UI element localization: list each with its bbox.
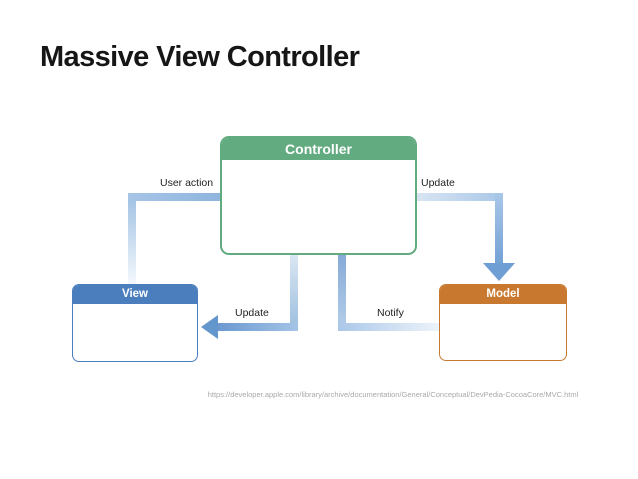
model-node: Model: [439, 284, 567, 361]
notify-arrow-horizontal: [338, 323, 439, 331]
controller-node: Controller: [220, 136, 417, 255]
user-action-arrow-horizontal: [128, 193, 220, 201]
notify-arrow-vertical: [338, 255, 346, 331]
view-node: View: [72, 284, 198, 362]
update-view-arrow-horizontal: [218, 323, 298, 331]
controller-node-title: Controller: [222, 138, 415, 160]
edge-label-update-model: Update: [421, 177, 455, 189]
model-node-title: Model: [440, 285, 566, 304]
update-model-arrow-horizontal: [417, 193, 503, 201]
update-view-arrowhead-icon: [201, 315, 218, 339]
source-url: https://developer.apple.com/library/arch…: [207, 390, 579, 399]
edge-label-user-action: User action: [160, 177, 214, 189]
edge-label-notify: Notify: [377, 307, 404, 319]
user-action-arrow-vertical: [128, 193, 136, 284]
edge-label-update-view: Update: [235, 307, 269, 319]
update-model-arrowhead-icon: [483, 263, 515, 281]
view-node-title: View: [73, 285, 197, 304]
update-view-arrow-vertical: [290, 255, 298, 331]
page-title: Massive View Controller: [40, 41, 360, 73]
update-model-arrow-vertical: [495, 193, 503, 264]
